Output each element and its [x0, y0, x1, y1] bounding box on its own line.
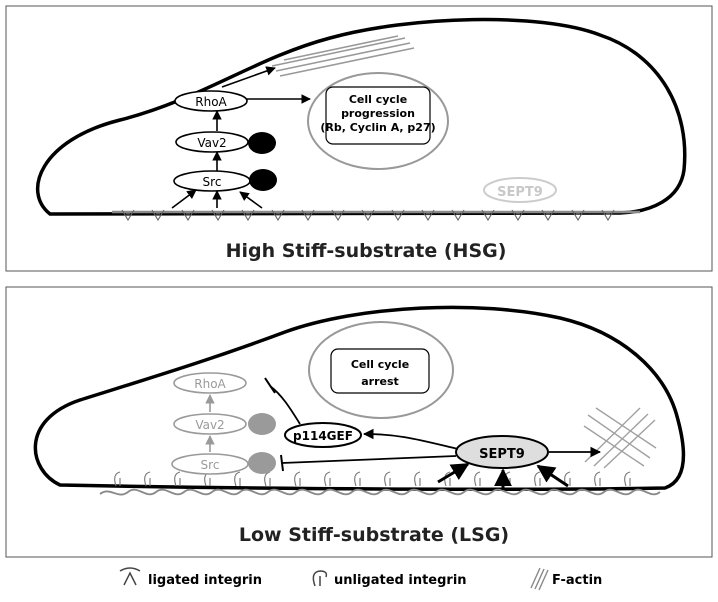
nucleus-bottom: Cell cycle arrest	[308, 321, 454, 419]
substrate	[99, 488, 661, 496]
vav2-phospho-dot	[248, 132, 276, 154]
svg-text:Vav2: Vav2	[197, 136, 226, 150]
ligated-integrin-icon	[119, 567, 141, 586]
node-vav2: Vav2	[175, 131, 276, 154]
legend-ligated: ligated integrin	[119, 567, 262, 588]
unligated-integrin-icon	[312, 570, 328, 587]
svg-text:SEPT9: SEPT9	[479, 447, 525, 462]
cell-membrane	[33, 305, 686, 491]
node-src: Src	[171, 452, 276, 475]
legend: ligated integrin unligated integrin F-ac…	[119, 567, 602, 591]
inactive-pathway: RhoA Vav2 Src	[171, 372, 276, 475]
svg-text:progression: progression	[341, 107, 415, 120]
legend-unligated: unligated integrin	[312, 570, 467, 588]
f-actin-icon	[530, 567, 549, 591]
svg-text:arrest: arrest	[361, 375, 399, 388]
svg-text:F-actin: F-actin	[552, 573, 602, 588]
svg-text:ligated integrin: ligated integrin	[148, 573, 262, 588]
vav2-phospho-dot	[248, 413, 276, 435]
node-p114gef: p114GEF	[284, 422, 362, 448]
src-phospho-dot	[249, 169, 277, 191]
node-rhoa: RhoA	[173, 372, 247, 394]
node-sept9: SEPT9	[455, 435, 549, 469]
f-actin-bundle	[271, 35, 415, 77]
svg-text:Cell cycle: Cell cycle	[349, 93, 407, 106]
svg-text:p114GEF: p114GEF	[293, 429, 353, 443]
node-vav2: Vav2	[173, 413, 276, 435]
src-phospho-dot	[248, 452, 276, 474]
svg-text:RhoA: RhoA	[194, 377, 226, 391]
svg-text:unligated integrin: unligated integrin	[334, 573, 467, 588]
cell-membrane	[35, 17, 687, 216]
svg-text:Cell cycle: Cell cycle	[351, 358, 409, 371]
svg-text:SEPT9: SEPT9	[497, 185, 543, 200]
legend-factin: F-actin	[530, 567, 602, 591]
node-sept9-inactive: SEPT9	[483, 177, 557, 203]
signaling-arrows	[171, 66, 311, 209]
svg-text:Src: Src	[203, 175, 222, 189]
ligated-integrins	[121, 209, 615, 222]
svg-text:(Rb, Cyclin A, p27): (Rb, Cyclin A, p27)	[320, 121, 435, 134]
panel-lsg: RhoA Vav2 Src p114GEF Cell cycle	[5, 286, 713, 558]
nucleus-top: Cell cycle progression (Rb, Cyclin A, p2…	[307, 72, 449, 170]
regulatory-edges	[264, 377, 602, 490]
panel-title-lsg: Low Stiff-substrate (LSG)	[239, 524, 509, 546]
svg-text:Vav2: Vav2	[195, 418, 224, 432]
svg-text:Src: Src	[201, 458, 220, 472]
panel-hsg: RhoA Vav2 Src Cell cycle progression (Rb…	[5, 5, 713, 272]
node-src: Src	[173, 169, 277, 192]
panel-title-hsg: High Stiff-substrate (HSG)	[226, 240, 507, 262]
svg-text:RhoA: RhoA	[195, 95, 227, 109]
node-rhoa: RhoA	[174, 90, 248, 112]
